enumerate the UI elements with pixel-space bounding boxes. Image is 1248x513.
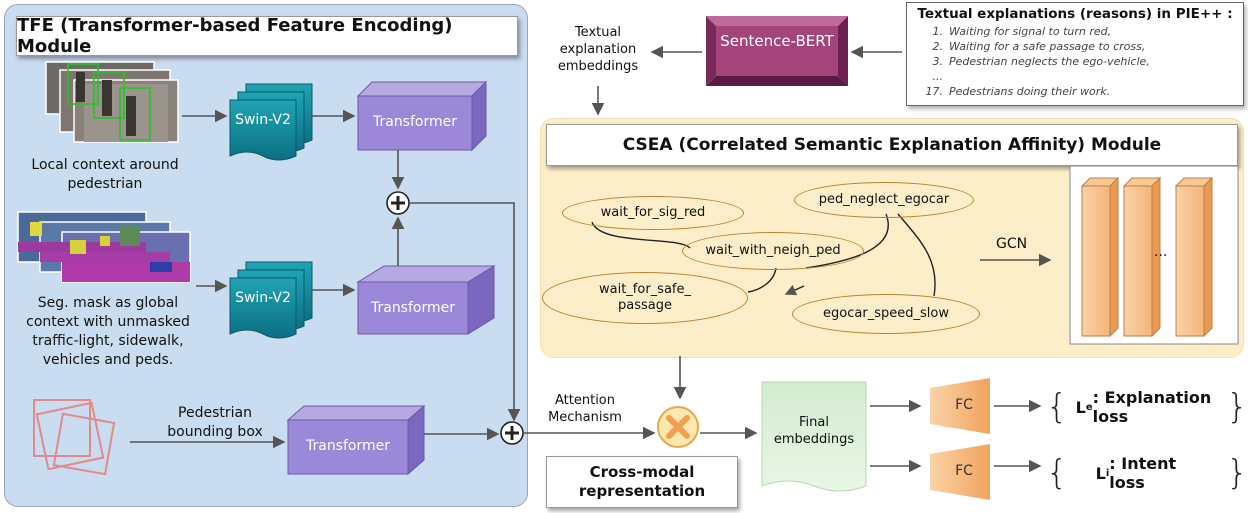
seg-mask-label: Seg. mask as global context with unmaske… xyxy=(26,295,190,368)
attention-label: Attention Mechanism xyxy=(548,393,622,425)
reason-number: 1. xyxy=(932,25,944,38)
reason-text: Waiting for signal to turn red, xyxy=(949,25,1112,38)
node-egocar-speed-slow: egocar_speed_slow xyxy=(792,294,980,334)
transformer-cube-mid xyxy=(356,265,496,335)
bars-ellipsis: ... xyxy=(1154,244,1168,260)
plus-icon xyxy=(500,421,524,445)
tfe-title: TFE (Transformer-based Feature Encoding)… xyxy=(16,15,518,57)
intent-loss-sub: i xyxy=(1105,467,1110,479)
loss-letter: L xyxy=(1095,463,1106,483)
textual-embeddings-label: Textual explanation embeddings xyxy=(557,25,639,74)
feature-bar xyxy=(1122,176,1162,338)
reasons-title: Textual explanations (reasons) in PIE++ … xyxy=(917,6,1233,22)
reason-number: 17. xyxy=(925,85,944,98)
transformer-label-bottom: Transformer xyxy=(305,438,390,454)
feature-bar xyxy=(1174,176,1214,338)
intent-loss-text: : Intent loss xyxy=(1109,454,1177,492)
fc-block-intent xyxy=(930,444,990,500)
swin-stack-mid xyxy=(229,261,313,339)
sentence-bert-label: Sentence-BERT xyxy=(720,32,834,50)
fc-label-intent: FC xyxy=(955,463,973,479)
swin-label-mid: Swin-V2 xyxy=(235,290,291,306)
fusion-arrows xyxy=(524,399,1042,473)
reason-item: 3. Pedestrian neglects the ego-vehicle, xyxy=(915,54,1235,69)
reasons-list: 1. Waiting for signal to turn red, 2. Waiti… xyxy=(915,24,1235,99)
cross-modal-box: Cross-modal representation xyxy=(546,456,738,508)
swin-label-top: Swin-V2 xyxy=(235,112,291,128)
reason-text: Pedestrian neglects the ego-vehicle, xyxy=(949,55,1150,68)
reason-item: ... xyxy=(915,69,1235,84)
transformer-cube-bottom xyxy=(286,404,426,476)
fc-block-explanation xyxy=(930,378,990,434)
feature-bar xyxy=(1080,176,1120,338)
transformer-cube-top xyxy=(356,80,488,152)
bbox-label: Pedestrian bounding box xyxy=(167,405,263,440)
node-ped-neglect-egocar: ped_neglect_egocar xyxy=(794,182,974,218)
reason-number: 3. xyxy=(932,55,944,68)
reason-text: Waiting for a safe passage to cross, xyxy=(949,40,1146,53)
reason-number: 2. xyxy=(932,40,944,53)
transformer-label-top: Transformer xyxy=(372,114,457,130)
right-brace-icon: } xyxy=(1226,387,1248,427)
bounding-box-icon xyxy=(33,399,116,476)
node-wait-for-sig-red: wait_for_sig_red xyxy=(562,196,744,230)
reason-item: 17. Pedestrians doing their work. xyxy=(915,84,1235,99)
local-context-images xyxy=(45,61,179,143)
node-wait-for-safe-passage: wait_for_safe_ passage xyxy=(542,272,748,324)
right-brace-icon: } xyxy=(1226,453,1248,493)
node-wait-with-neigh-ped: wait_with_neigh_ped xyxy=(682,232,864,270)
left-brace-icon: { xyxy=(1046,387,1068,427)
reason-text: Pedestrians doing their work. xyxy=(949,85,1111,98)
reason-number: ... xyxy=(932,70,944,83)
swin-stack-top xyxy=(229,83,313,161)
explanation-loss-sub: e xyxy=(1085,401,1093,413)
reasons-box: Textual explanations (reasons) in PIE++ … xyxy=(906,2,1244,106)
final-embeddings-shape xyxy=(761,381,867,492)
sentence-bert-box xyxy=(706,16,848,86)
bert-arrows xyxy=(591,45,902,116)
final-embeddings-label: Final embeddings xyxy=(773,415,855,447)
fc-label-explanation: FC xyxy=(955,397,973,413)
reason-item: 2. Waiting for a safe passage to cross, xyxy=(915,39,1235,54)
left-brace-icon: { xyxy=(1046,453,1068,493)
tfe-arrows xyxy=(130,109,521,449)
loss-letter: L xyxy=(1075,397,1086,417)
multiply-icon xyxy=(657,406,699,448)
graph-edges xyxy=(591,213,936,297)
seg-mask-images xyxy=(17,211,191,283)
csea-title: CSEA (Correlated Semantic Explanation Af… xyxy=(546,124,1238,166)
reason-item: 1. Waiting for signal to turn red, xyxy=(915,24,1235,39)
plus-icon xyxy=(386,191,410,215)
explanation-loss-text: : Explanation loss xyxy=(1092,388,1212,426)
local-context-label: Local context around pedestrian xyxy=(31,157,179,192)
gcn-output-panel xyxy=(1069,165,1239,345)
transformer-label-mid: Transformer xyxy=(370,300,455,316)
gcn-label: GCN xyxy=(996,236,1028,252)
